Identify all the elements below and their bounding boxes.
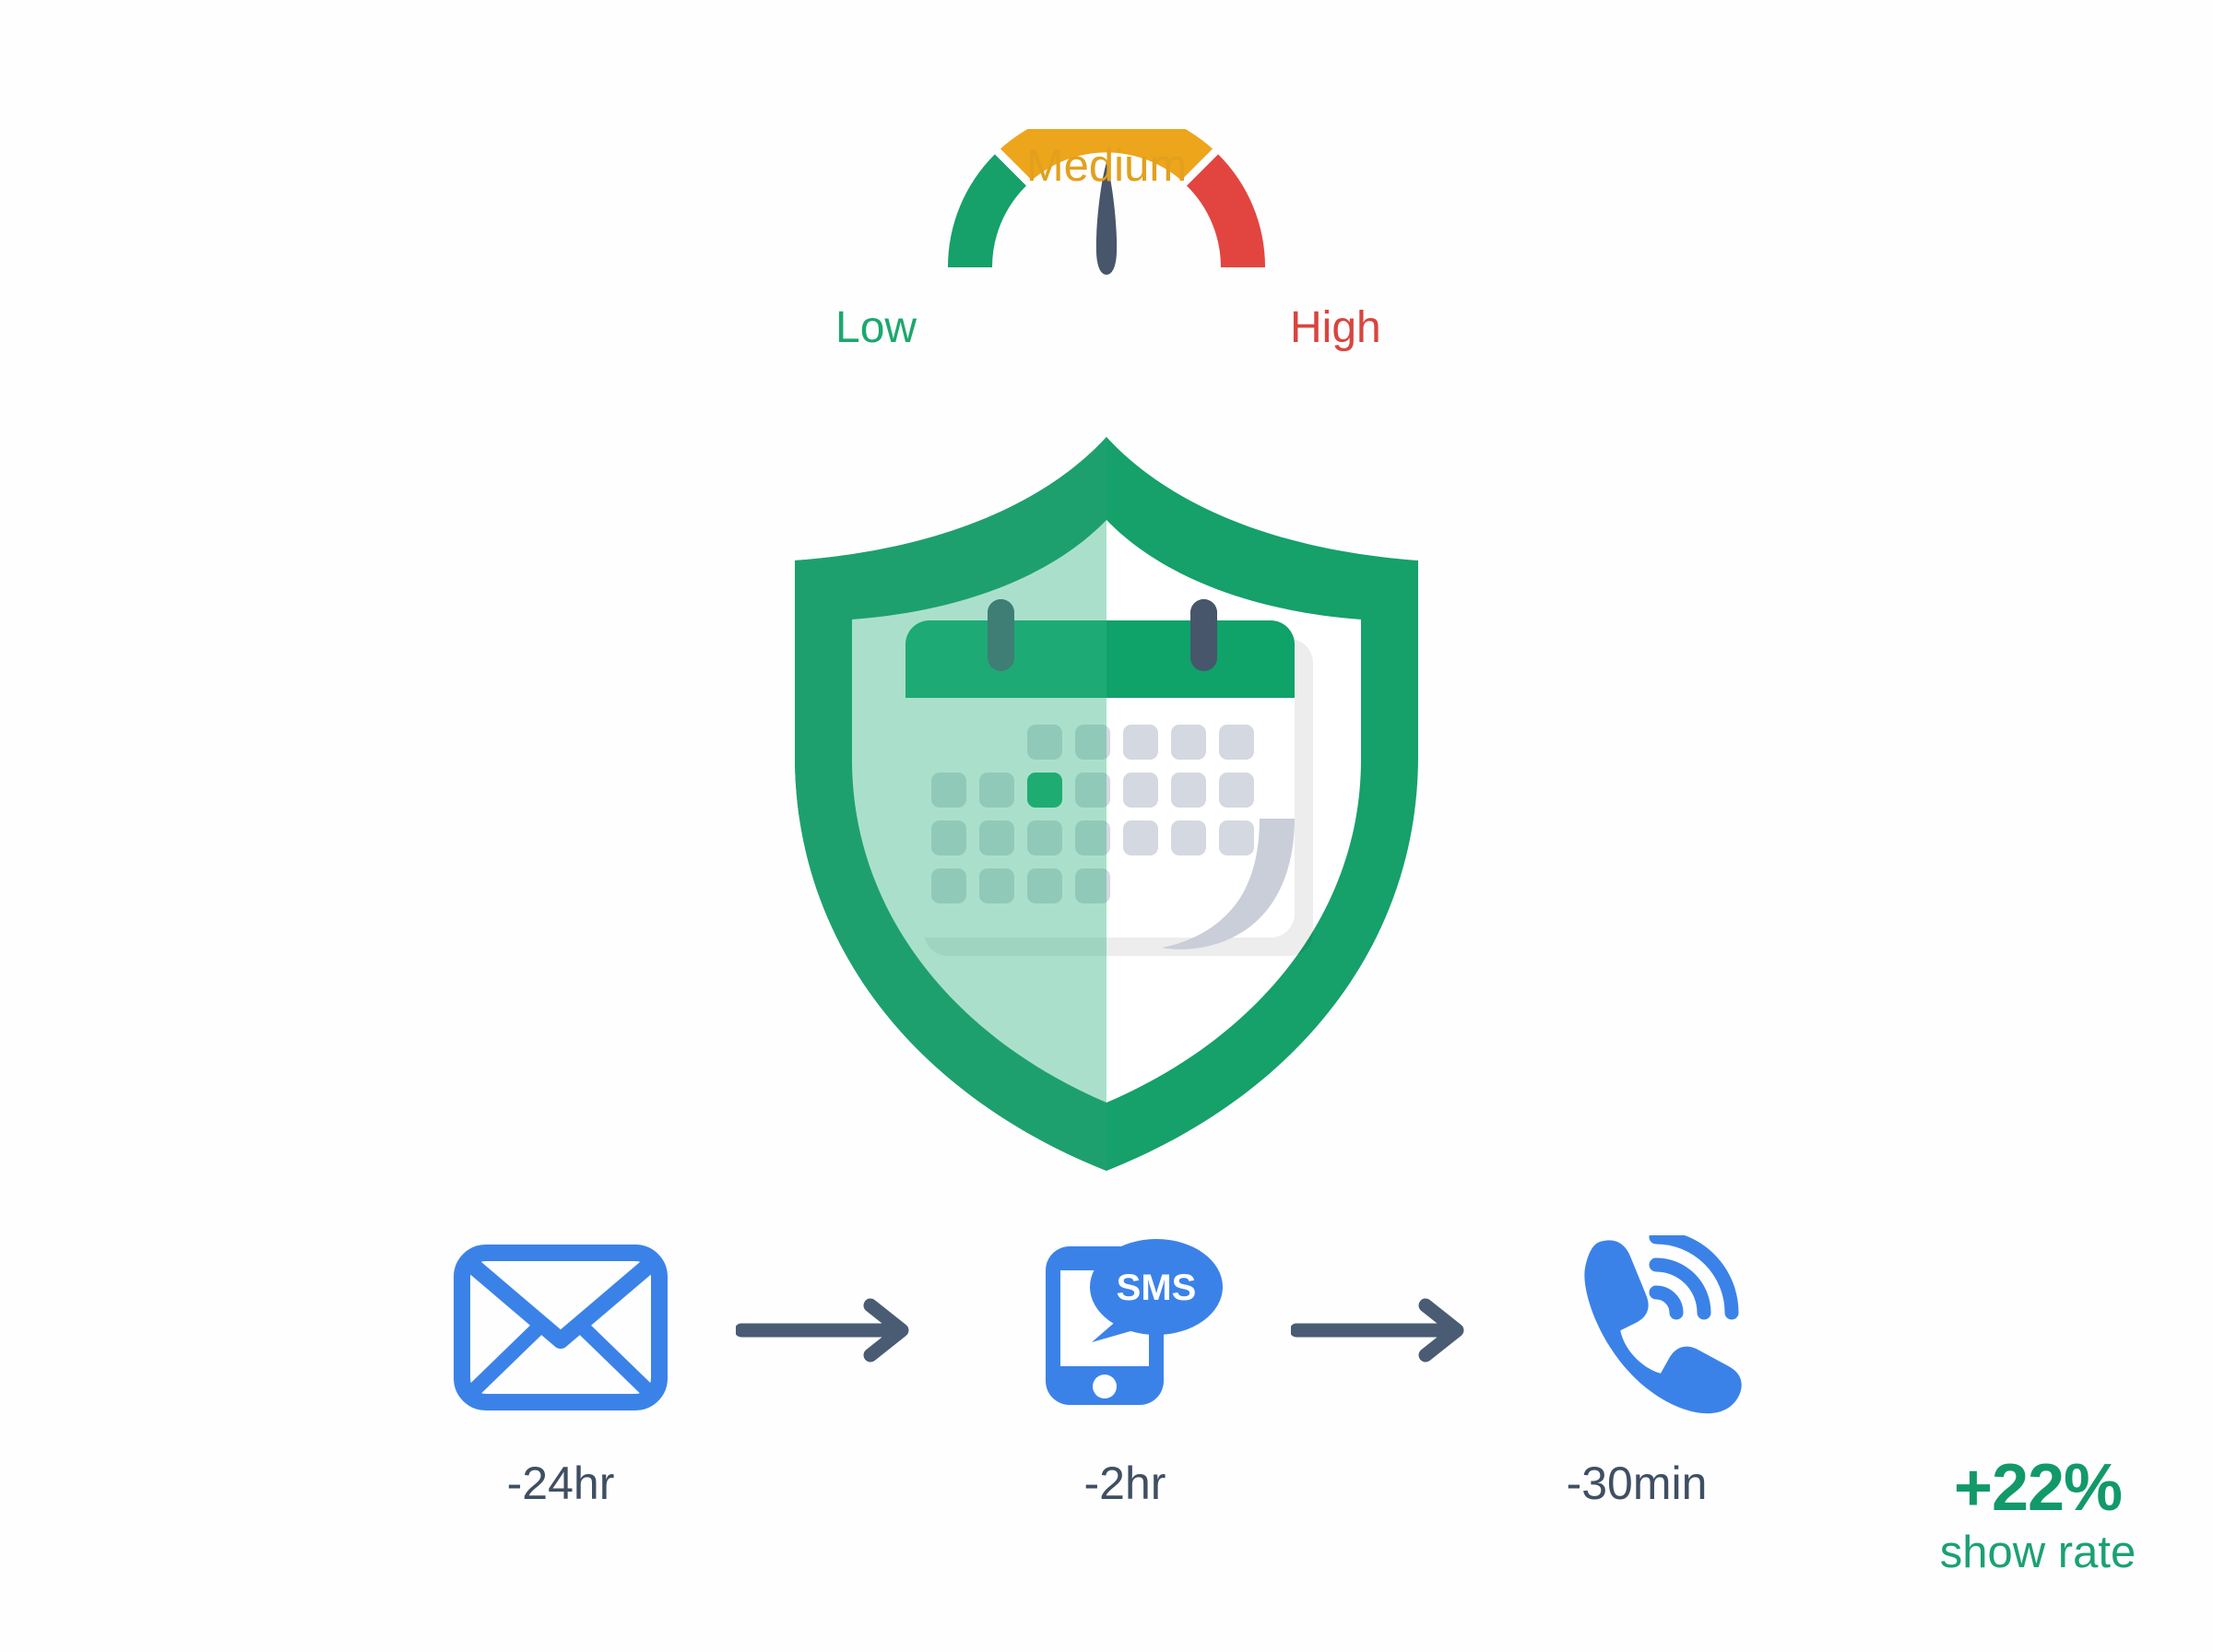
calendar-cell bbox=[1075, 773, 1110, 808]
envelope-fold-lines bbox=[467, 1322, 655, 1398]
calendar-cell bbox=[979, 773, 1014, 808]
calendar-cell bbox=[979, 868, 1014, 903]
calendar-cell bbox=[1171, 725, 1206, 760]
calendar-cell bbox=[1219, 773, 1254, 808]
calendar-cell bbox=[1075, 725, 1110, 760]
phone-call-icon[interactable] bbox=[1577, 1235, 1752, 1420]
envelope-body bbox=[454, 1245, 668, 1410]
appointment-shield-svg bbox=[795, 437, 1418, 1171]
sms-phone-home-button bbox=[1093, 1375, 1117, 1398]
calendar-date-grid bbox=[931, 725, 1254, 903]
calendar-icon bbox=[905, 599, 1313, 956]
calendar-cell bbox=[1027, 868, 1062, 903]
show-rate-caption: show rate bbox=[1939, 1528, 2136, 1577]
arrow-head bbox=[863, 1298, 909, 1363]
risk-gauge bbox=[931, 129, 1282, 277]
gauge-needle bbox=[1095, 162, 1118, 275]
calendar-cell bbox=[1123, 773, 1158, 808]
gauge-label-medium: Medium bbox=[1025, 141, 1188, 191]
flow-caption-sms: -2hr bbox=[1083, 1457, 1166, 1509]
calendar-ring-right-cap bbox=[1190, 599, 1217, 671]
calendar-cell bbox=[979, 820, 1014, 856]
calendar-cell bbox=[1075, 820, 1110, 856]
calendar-cell bbox=[1219, 820, 1254, 856]
flow-caption-email: -24hr bbox=[506, 1457, 615, 1509]
calendar-cell bbox=[1075, 868, 1110, 903]
signal-arc-outer bbox=[1649, 1235, 1739, 1320]
appointment-shield bbox=[782, 431, 1431, 1176]
envelope-icon[interactable] bbox=[454, 1245, 668, 1410]
signal-arc-inner bbox=[1649, 1285, 1684, 1320]
calendar-cell bbox=[1171, 820, 1206, 856]
signal-arc-middle bbox=[1649, 1257, 1711, 1320]
calendar-page-curl bbox=[1162, 819, 1295, 950]
gauge-segment-medium bbox=[1000, 129, 1213, 181]
envelope-flap bbox=[466, 1258, 656, 1349]
sms-bubble-label: SMS bbox=[1117, 1268, 1197, 1308]
calendar-cell bbox=[1219, 725, 1254, 760]
show-rate-stat: +22% show rate bbox=[1881, 1455, 2195, 1578]
shield-left-tint-overlay bbox=[795, 437, 1106, 1171]
reminder-sequence: SMS bbox=[0, 1226, 2213, 1466]
arrow-head bbox=[1418, 1298, 1464, 1363]
gauge-segment-low bbox=[947, 154, 1026, 267]
calendar-cell-today bbox=[1027, 773, 1062, 808]
calendar-cell bbox=[931, 868, 966, 903]
gauge-label-low: Low bbox=[835, 303, 917, 352]
arrow-sms-to-call bbox=[1291, 1298, 1464, 1363]
calendar-cell bbox=[931, 773, 966, 808]
phone-handset bbox=[1584, 1240, 1742, 1414]
flow-caption-call: -30min bbox=[1566, 1457, 1708, 1509]
calendar-cell bbox=[931, 820, 966, 856]
gauge-label-high: High bbox=[1290, 303, 1381, 352]
sms-bubble bbox=[1090, 1239, 1223, 1335]
show-rate-value: +22% bbox=[1953, 1451, 2123, 1525]
sms-phone-icon[interactable]: SMS bbox=[1035, 1233, 1230, 1418]
arrow-email-to-sms bbox=[736, 1298, 909, 1363]
calendar-cell bbox=[1171, 773, 1206, 808]
gauge-segment-high bbox=[1187, 154, 1266, 267]
risk-gauge-svg bbox=[947, 129, 1266, 275]
calendar-cell bbox=[1123, 820, 1158, 856]
calendar-cell bbox=[1027, 820, 1062, 856]
calendar-cell bbox=[1027, 725, 1062, 760]
calendar-cell bbox=[1123, 725, 1158, 760]
sms-bubble-tail bbox=[1092, 1318, 1130, 1342]
calendar-ring-left-cap bbox=[988, 599, 1014, 671]
